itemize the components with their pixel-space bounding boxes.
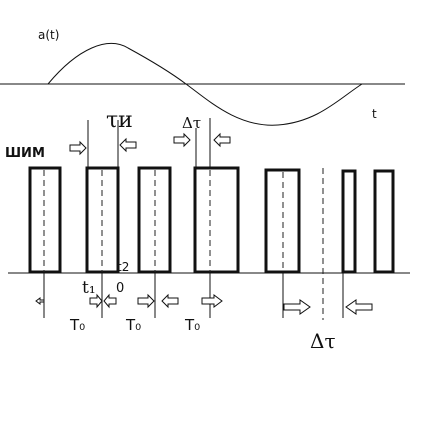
arrow-right-icon [201,294,223,308]
period-arrows [35,293,373,315]
period-label: T₀ [184,316,200,334]
arrow-right-icon [69,140,87,156]
period-label: T₀ [125,316,141,334]
pwm-pulse [373,169,395,274]
arrow-left-icon [35,297,45,305]
arrow-right-icon [89,293,103,309]
arrow-right-icon [173,132,191,148]
delta-tau-top-arrows [173,118,231,168]
arrow-left-icon [161,293,179,309]
delta-tau-arrow-right-icon [283,299,311,315]
zero-label: 0 [116,281,124,296]
pulse-width-label: τи [106,108,133,133]
modulating-sine-wave [47,43,363,126]
t2-label: t2 [117,260,129,274]
delta-tau-bottom-label: Δτ [310,329,336,353]
period-extension-lines [43,273,344,318]
pwm-pulse [28,166,62,274]
t1-label: t₁ [82,278,96,298]
delta-tau-top-label: Δτ [182,114,201,132]
pwm-label: ШИМ [5,146,45,161]
arrow-left-icon [213,132,231,148]
pwm-pulse [341,169,357,274]
pwm-pulse [193,166,240,274]
period-label: T₀ [69,316,85,334]
delta-tau-arrow-left-icon [345,299,373,315]
signal-axis-label: a(t) [38,28,59,42]
arrow-left-icon [119,137,137,153]
arrow-right-icon [137,293,155,309]
pulse-width-arrows [69,120,137,168]
time-axis-label: t [372,107,377,121]
arrow-left-icon [103,293,117,309]
pwm-pulse-train [28,166,395,320]
